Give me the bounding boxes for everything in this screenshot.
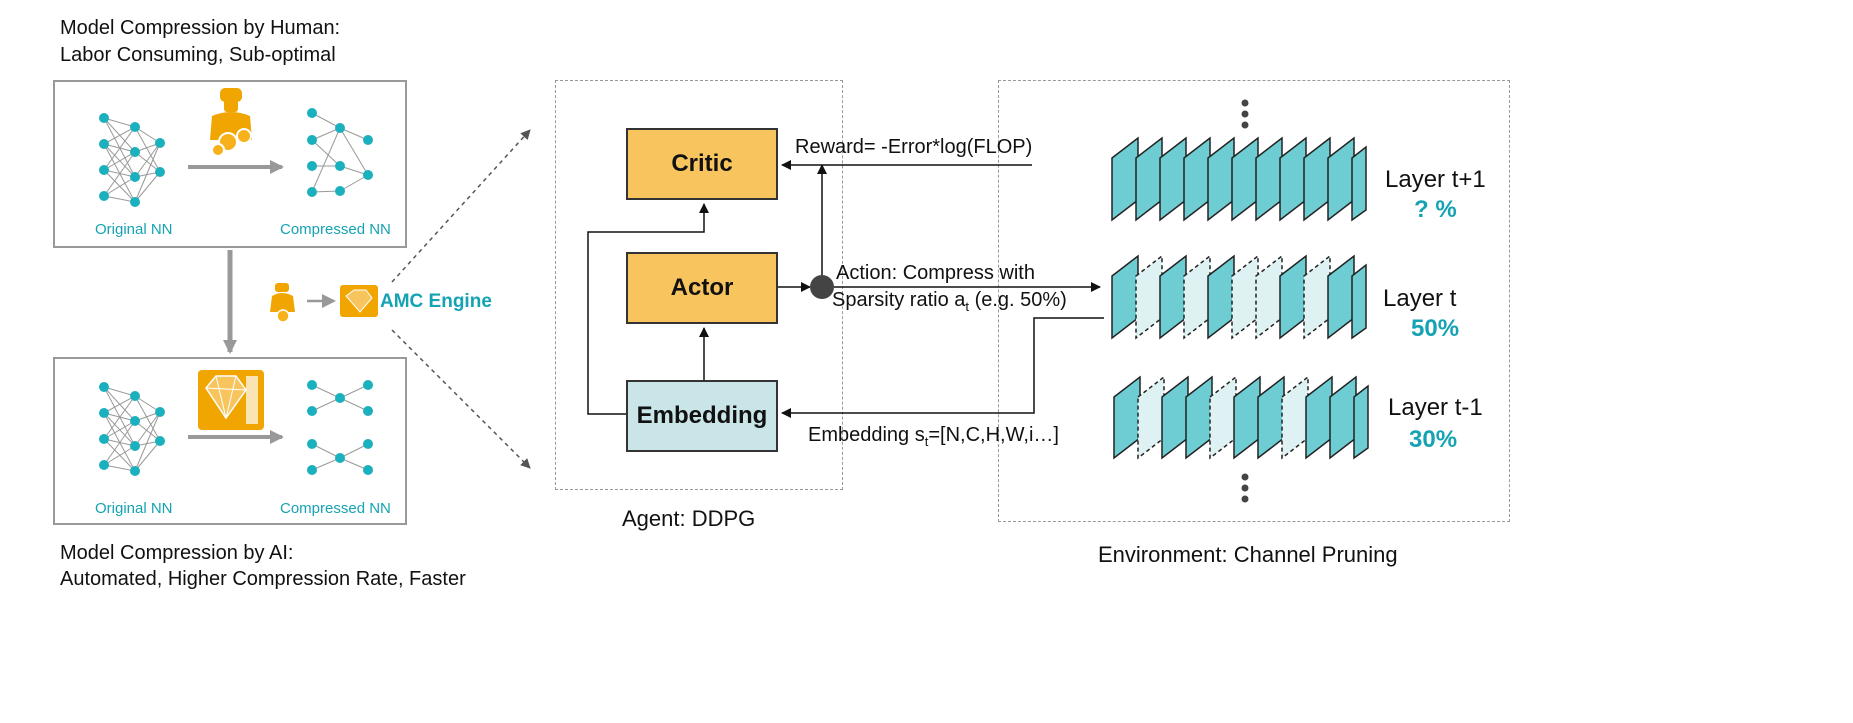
amc-to-agent-bottom-line <box>391 329 531 469</box>
layer-t-channels <box>1111 254 1367 340</box>
top-compressed-caption: Compressed NN <box>280 221 391 238</box>
embedding-state-label: Embedding st=[N,C,H,W,i…] <box>808 424 1059 449</box>
agent-caption: Agent: DDPG <box>622 506 756 531</box>
layer-name-t-plus-1: Layer t+1 <box>1385 166 1486 193</box>
bottom-compressed-nn <box>311 384 369 471</box>
ai-title-line1: Model Compression by AI: <box>60 542 294 564</box>
actor-box: Actor <box>626 252 778 324</box>
action-label-line2: Sparsity ratio at (e.g. 50%) <box>832 289 1067 314</box>
bottom-ellipsis <box>1241 473 1249 503</box>
environment-container <box>998 80 1510 522</box>
top-original-caption: Original NN <box>95 221 173 238</box>
critic-box: Critic <box>626 128 778 200</box>
layer-t-plus-1-channels <box>1111 136 1367 222</box>
amc-to-agent-top-line <box>391 129 531 283</box>
layer-t-minus-1-channels <box>1113 375 1369 460</box>
amc-engine-icon <box>198 370 264 430</box>
human-engineer-icon <box>210 88 252 157</box>
small-human-icon <box>270 283 295 323</box>
bottom-original-caption: Original NN <box>95 500 173 517</box>
ai-title-line2: Automated, Higher Compression Rate, Fast… <box>60 568 466 590</box>
layer-percent-t-minus-1: 30% <box>1409 426 1458 453</box>
amc-engine-label: AMC Engine <box>380 291 492 312</box>
reward-label: Reward= -Error*log(FLOP) <box>795 136 1033 158</box>
top-ellipsis <box>1241 99 1249 129</box>
bottom-compressed-caption: Compressed NN <box>280 500 391 517</box>
layer-percent-t: 50% <box>1411 315 1460 342</box>
human-title-line2: Labor Consuming, Sub-optimal <box>60 44 336 66</box>
action-node <box>810 275 834 299</box>
small-amc-engine-icon <box>340 285 378 317</box>
human-title-line1: Model Compression by Human: <box>60 17 341 39</box>
layer-percent-t-plus-1: ? % <box>1414 196 1457 223</box>
environment-caption: Environment: Channel Pruning <box>1098 542 1398 567</box>
layer-name-t: Layer t <box>1383 285 1457 312</box>
layer-name-t-minus-1: Layer t-1 <box>1388 394 1483 421</box>
agent-container <box>555 80 843 490</box>
action-label-line1: Action: Compress with <box>836 262 1035 284</box>
ai-compression-panel <box>53 357 407 525</box>
embedding-box: Embedding <box>626 380 778 452</box>
human-compression-panel <box>53 80 407 248</box>
